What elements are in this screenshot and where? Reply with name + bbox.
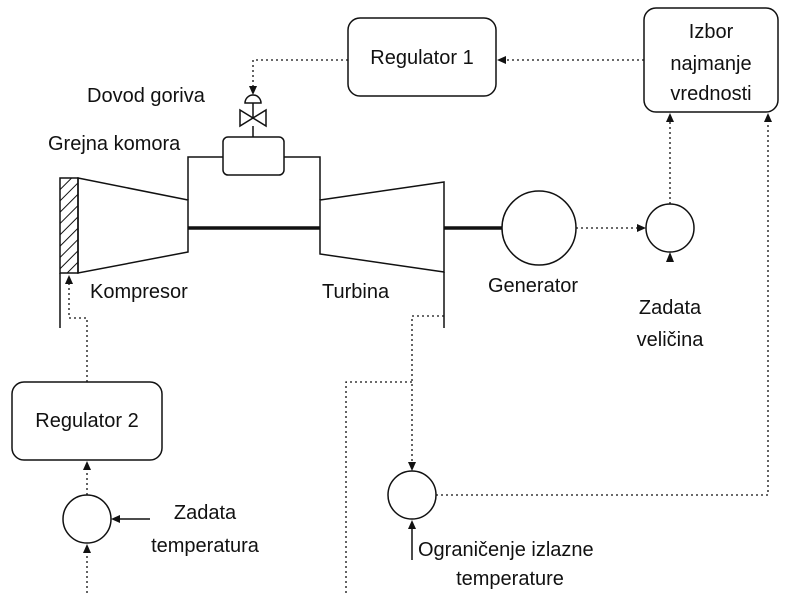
label-turbina: Turbina — [322, 281, 390, 303]
chamber-pipe-right — [284, 156, 321, 200]
label-zadata-velicina-2: veličina — [637, 329, 705, 351]
signal-templimit-to-selector — [436, 120, 769, 496]
arrow-into-valve — [249, 86, 257, 95]
arrow-into-regulator1 — [497, 56, 506, 64]
signal-exhaust-to-templimit — [411, 315, 444, 462]
label-zadata-temp-1: Zadata — [174, 502, 237, 524]
label-kompresor: Kompresor — [90, 281, 188, 303]
compressor-inlet-filter — [59, 177, 79, 274]
arrow-zadata-velicina — [666, 252, 674, 262]
arrow-into-regulator2 — [83, 461, 91, 470]
label-ogranicenje-1: Ograničenje izlazne — [418, 539, 594, 561]
valve-actuator-icon — [244, 94, 262, 104]
chamber-pipe-left — [187, 156, 223, 200]
label-grejna-komora: Grejna komora — [48, 133, 181, 155]
min-selector-label-line3: vrednosti — [670, 83, 751, 105]
min-selector-label-line2: najmanje — [670, 53, 751, 75]
label-zadata-velicina-1: Zadata — [639, 297, 702, 319]
arrow-into-selector-2 — [764, 113, 772, 122]
signal-regulator1-to-valve — [252, 59, 348, 88]
arrow-ogranicenje — [408, 520, 416, 529]
signal-regulator2-to-compressor — [68, 282, 88, 382]
regulator-2-label: Regulator 2 — [35, 410, 138, 432]
generator-circle — [501, 190, 577, 266]
label-generator: Generator — [488, 275, 578, 297]
min-selector-label-line1: Izbor — [689, 21, 734, 43]
signal-exhaust-branch — [345, 381, 412, 593]
speed-summing-junction — [645, 203, 695, 253]
temp-limit-summing-junction — [387, 470, 437, 520]
combustion-chamber — [222, 136, 285, 176]
arrow-into-temp-junction-bottom — [83, 544, 91, 553]
arrow-zadata-temperatura — [111, 515, 120, 523]
regulator-1-label: Regulator 1 — [370, 47, 473, 69]
regulator-1-block — [347, 17, 497, 97]
label-dovod-goriva: Dovod goriva — [87, 85, 206, 107]
arrow-into-speed-junction — [637, 224, 646, 232]
temp-setpoint-summing-junction — [62, 494, 112, 544]
compressor-shape — [77, 177, 189, 274]
fuel-valve-icon — [239, 108, 267, 128]
label-ogranicenje-2: temperature — [456, 568, 564, 590]
label-zadata-temp-2: temperatura — [151, 535, 260, 557]
arrow-into-templimit-junction — [408, 462, 416, 471]
arrow-into-selector-1 — [666, 113, 674, 122]
turbine-shape — [319, 181, 445, 273]
arrow-into-compressor — [65, 275, 73, 284]
